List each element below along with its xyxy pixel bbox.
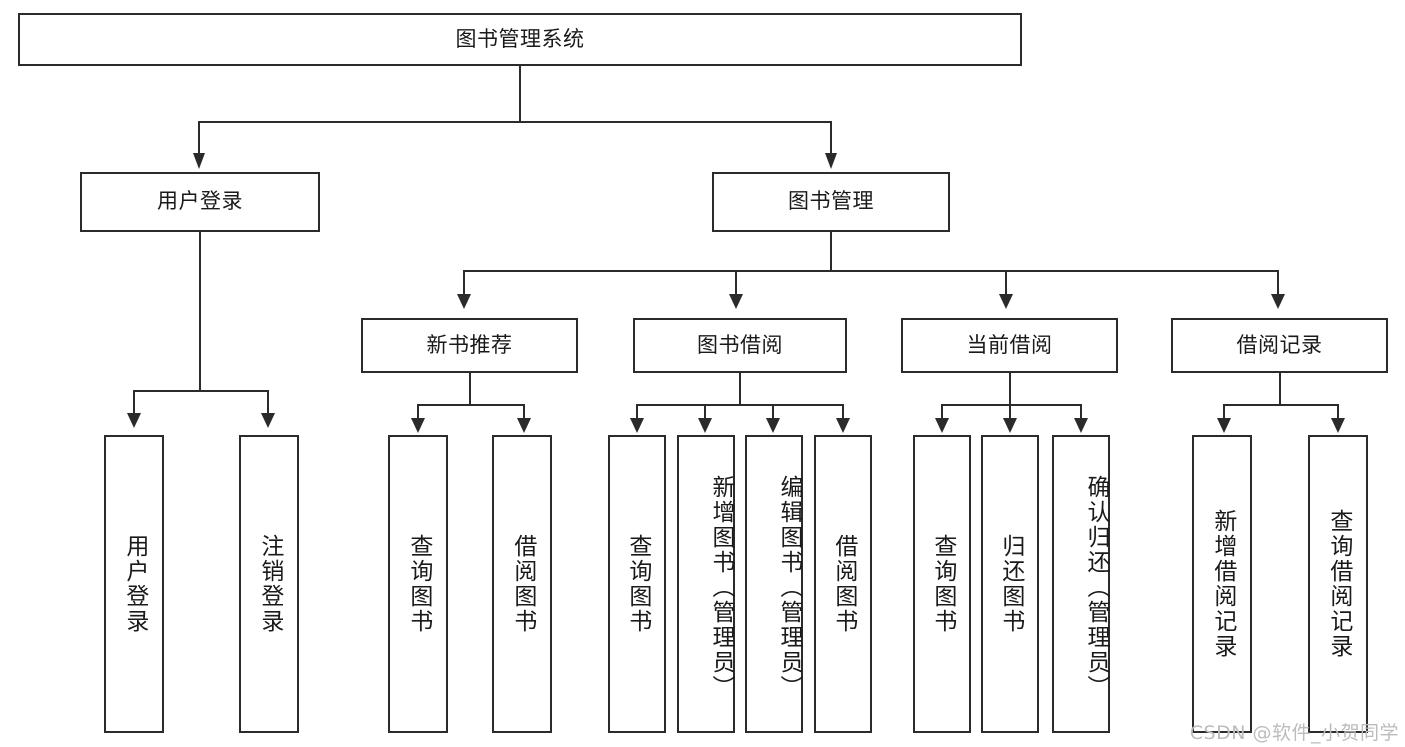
node-label: 借阅图书: [830, 534, 857, 634]
connector-book-borrow-stem: [739, 373, 741, 406]
connector-book-manage-to-l2-1: [463, 270, 465, 296]
connector-root-to-user-login: [198, 121, 200, 155]
arrowhead-current-borrow-leaf-1: [935, 418, 949, 433]
arrowhead-book-borrow-leaf-4: [836, 418, 850, 433]
node-label: 确认归还（管理员）: [1083, 474, 1109, 700]
node-label: 查询图书: [405, 534, 432, 634]
connector-user-login-stem: [199, 232, 201, 392]
arrowhead-user-login-leaf-1: [127, 413, 141, 428]
node-label: 借阅图书: [509, 534, 536, 634]
connector-root-stem: [519, 66, 521, 121]
node-label: 图书管理系统: [455, 26, 585, 51]
arrowhead-borrow-record-leaf-1: [1217, 418, 1231, 433]
node-book-manage[interactable]: 图书管理: [712, 172, 950, 232]
arrowhead-new-book-leaf-1: [411, 418, 425, 433]
arrowhead-root-to-book-manage: [825, 153, 837, 169]
arrowhead-current-borrow-leaf-3: [1074, 418, 1088, 433]
connector-current-borrow-stem: [1009, 373, 1011, 406]
connector-new-book-bus: [417, 404, 523, 406]
node-label: 归还图书: [997, 534, 1024, 634]
node-label: 借阅记录: [1236, 332, 1323, 357]
connector-current-borrow-to-leaf-3: [1080, 404, 1082, 420]
connector-user-login-bus: [133, 390, 267, 392]
arrowhead-book-borrow-leaf-2: [698, 418, 712, 433]
leaf-user-login-login[interactable]: 用户登录: [104, 435, 164, 733]
arrowhead-borrow-record-leaf-2: [1331, 418, 1345, 433]
arrowhead-l2-4: [1271, 294, 1285, 309]
leaf-current-borrow-query-book[interactable]: 查询图书: [913, 435, 971, 733]
node-book-borrow[interactable]: 图书借阅: [633, 318, 847, 373]
node-label: 新增图书（管理员）: [708, 474, 734, 700]
connector-borrow-record-stem: [1279, 373, 1281, 406]
connector-borrow-record-bus: [1223, 404, 1337, 406]
node-root-system[interactable]: 图书管理系统: [18, 13, 1022, 66]
node-label: 用户登录: [157, 189, 243, 214]
connector-book-manage-bus: [463, 270, 1279, 272]
node-label: 查询图书: [624, 534, 651, 634]
arrowhead-root-to-user-login: [193, 153, 205, 169]
arrowhead-book-borrow-leaf-1: [630, 418, 644, 433]
connector-root-to-book-manage: [830, 121, 832, 155]
connector-book-manage-to-l2-2: [735, 270, 737, 296]
leaf-new-book-query-book[interactable]: 查询图书: [388, 435, 448, 733]
node-current-borrow[interactable]: 当前借阅: [901, 318, 1118, 373]
connector-book-borrow-to-leaf-1: [636, 404, 638, 420]
connector-user-login-to-leaf-1: [133, 390, 135, 415]
node-label: 注销登录: [256, 534, 283, 634]
connector-book-manage-to-l2-3: [1005, 270, 1007, 296]
connector-current-borrow-to-leaf-1: [941, 404, 943, 420]
connector-current-borrow-to-leaf-2: [1009, 404, 1011, 420]
leaf-book-borrow-borrow-book[interactable]: 借阅图书: [814, 435, 872, 733]
leaf-user-login-logout[interactable]: 注销登录: [239, 435, 299, 733]
leaf-current-borrow-confirm-return-admin[interactable]: 确认归还（管理员）: [1052, 435, 1110, 733]
node-label: 当前借阅: [966, 332, 1053, 357]
node-borrow-record[interactable]: 借阅记录: [1171, 318, 1388, 373]
connector-new-book-to-leaf-1: [417, 404, 419, 420]
connector-book-manage-stem: [830, 232, 832, 272]
leaf-current-borrow-return-book[interactable]: 归还图书: [981, 435, 1039, 733]
node-user-login[interactable]: 用户登录: [80, 172, 320, 232]
connector-root-bus: [198, 121, 832, 123]
node-label: 图书借阅: [697, 332, 783, 357]
arrowhead-l2-1: [457, 294, 471, 309]
arrowhead-user-login-leaf-2: [261, 413, 275, 428]
connector-book-borrow-bus: [636, 404, 842, 406]
node-label: 查询图书: [929, 534, 956, 634]
node-new-book-recommend[interactable]: 新书推荐: [361, 318, 578, 373]
connector-user-login-to-leaf-2: [267, 390, 269, 415]
connector-book-borrow-to-leaf-3: [772, 404, 774, 420]
arrowhead-current-borrow-leaf-2: [1003, 418, 1017, 433]
node-label: 新增借阅记录: [1209, 509, 1236, 659]
leaf-new-book-borrow-book[interactable]: 借阅图书: [492, 435, 552, 733]
connector-book-borrow-to-leaf-2: [704, 404, 706, 420]
node-label: 图书管理: [788, 189, 874, 214]
leaf-book-borrow-edit-book-admin[interactable]: 编辑图书（管理员）: [745, 435, 803, 733]
connector-borrow-record-to-leaf-2: [1337, 404, 1339, 420]
node-label: 新书推荐: [426, 332, 513, 357]
arrowhead-l2-3: [999, 294, 1013, 309]
arrowhead-l2-2: [729, 294, 743, 309]
connector-borrow-record-to-leaf-1: [1223, 404, 1225, 420]
arrowhead-new-book-leaf-2: [517, 418, 531, 433]
leaf-book-borrow-add-book-admin[interactable]: 新增图书（管理员）: [677, 435, 735, 733]
arrowhead-book-borrow-leaf-3: [766, 418, 780, 433]
node-label: 编辑图书（管理员）: [776, 474, 802, 700]
connector-book-manage-to-l2-4: [1277, 270, 1279, 296]
connector-book-borrow-to-leaf-4: [842, 404, 844, 420]
node-label: 用户登录: [121, 534, 148, 634]
connector-new-book-stem: [469, 373, 471, 406]
leaf-borrow-record-query-record[interactable]: 查询借阅记录: [1308, 435, 1368, 733]
leaf-book-borrow-query-book[interactable]: 查询图书: [608, 435, 666, 733]
leaf-borrow-record-add-record[interactable]: 新增借阅记录: [1192, 435, 1252, 733]
node-label: 查询借阅记录: [1325, 509, 1352, 659]
connector-new-book-to-leaf-2: [523, 404, 525, 420]
